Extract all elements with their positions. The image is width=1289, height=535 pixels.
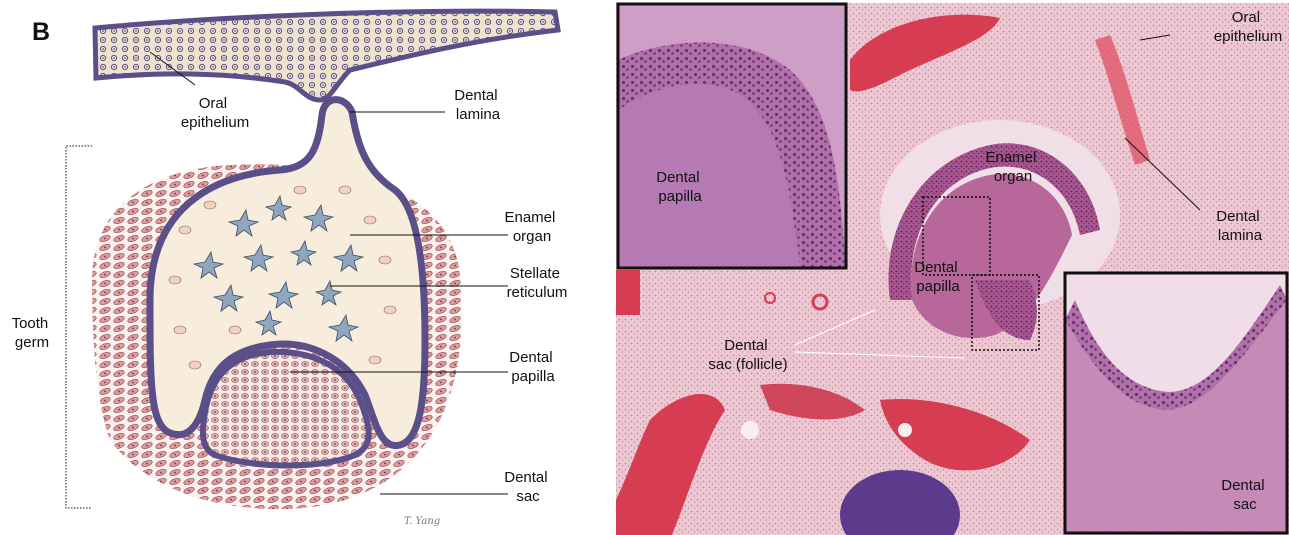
label-dental-lamina: Dental lamina bbox=[454, 87, 502, 123]
label-oral-epithelium: Oral epithelium bbox=[181, 95, 249, 131]
left-edge-bone bbox=[616, 270, 640, 315]
artist-signature: T. Yang bbox=[404, 516, 440, 527]
tooth-germ-bracket bbox=[66, 146, 92, 508]
label-enamel-organ: Enamel organ bbox=[504, 209, 559, 245]
vessel-4 bbox=[898, 423, 912, 437]
label-tooth-germ: Tooth germ bbox=[12, 315, 53, 351]
panel-letter: B bbox=[32, 18, 50, 46]
inset-top-left bbox=[618, 4, 846, 268]
label-dental-papilla: Dental papilla bbox=[509, 349, 557, 385]
label-stellate-reticulum: Stellate reticulum bbox=[507, 265, 568, 301]
inset-bottom-right bbox=[1065, 273, 1287, 533]
label-dental-sac: Dental sac bbox=[504, 469, 552, 505]
vessel-3 bbox=[741, 421, 759, 439]
